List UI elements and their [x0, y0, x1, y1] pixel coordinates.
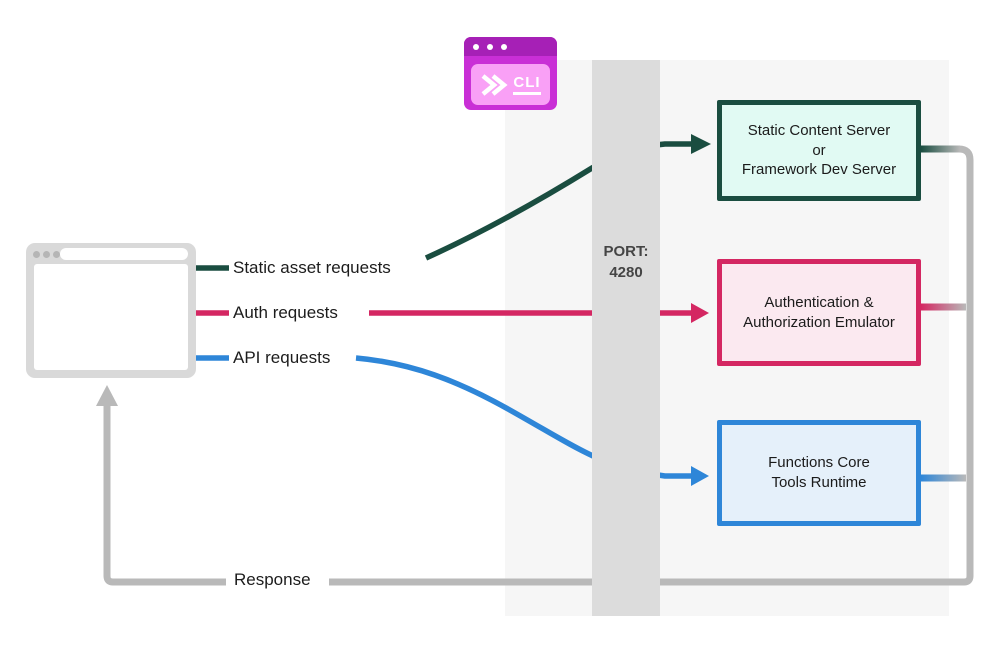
browser-titlebar-dots: [33, 251, 60, 258]
static-content-server-box: Static Content Server or Framework Dev S…: [717, 100, 921, 201]
static-content-server-line2: or: [812, 141, 826, 159]
functions-core-tools-box: Functions Core Tools Runtime: [717, 420, 921, 526]
response-arrowhead-icon: [96, 385, 118, 406]
response-line-right: [329, 145, 974, 586]
response-line-left: [103, 404, 226, 586]
cli-dot-icon: [473, 44, 479, 50]
functions-core-tools-line2: Tools Runtime: [771, 474, 867, 491]
cli-dot-icon: [487, 44, 493, 50]
cli-screen: CLI: [471, 64, 550, 105]
port-label-line1: PORT:: [603, 243, 649, 260]
static-content-server-line1: Static Content Server: [747, 121, 891, 139]
browser-dot-icon: [53, 251, 60, 258]
swa-cli-icon: CLI: [464, 37, 557, 110]
cli-dot-icon: [501, 44, 507, 50]
functions-core-tools-line1: Functions Core: [768, 454, 870, 472]
label-api-requests: API requests: [233, 348, 331, 367]
label-auth-requests: Auth requests: [233, 303, 338, 322]
browser-content-area: [34, 264, 188, 370]
auth-emulator-box: Authentication & Authorization Emulator: [717, 259, 921, 366]
port-label-line2: 4280: [609, 264, 643, 281]
browser-address-bar: [60, 248, 188, 260]
api-request-arrowhead-icon: [691, 466, 709, 486]
cli-titlebar: [464, 37, 557, 56]
browser-dot-icon: [33, 251, 40, 258]
cli-titlebar-dots: [473, 44, 507, 50]
browser-window-icon: [26, 243, 196, 378]
port-label: PORT: 4280: [592, 241, 660, 283]
chevron-double-right-icon: [481, 73, 508, 96]
auth-emulator-line1: Authentication &: [764, 293, 874, 311]
static-request-arrowhead-icon: [691, 134, 711, 154]
port-bar: PORT: 4280: [592, 60, 660, 616]
auth-request-arrowhead-icon: [691, 303, 709, 323]
auth-emulator-line2: Authorization Emulator: [743, 313, 895, 331]
static-content-server-line3: Framework Dev Server: [741, 161, 897, 179]
label-static-asset-requests: Static asset requests: [233, 258, 391, 277]
label-response: Response: [234, 570, 311, 589]
cli-label: CLI: [513, 74, 541, 95]
browser-dot-icon: [43, 251, 50, 258]
